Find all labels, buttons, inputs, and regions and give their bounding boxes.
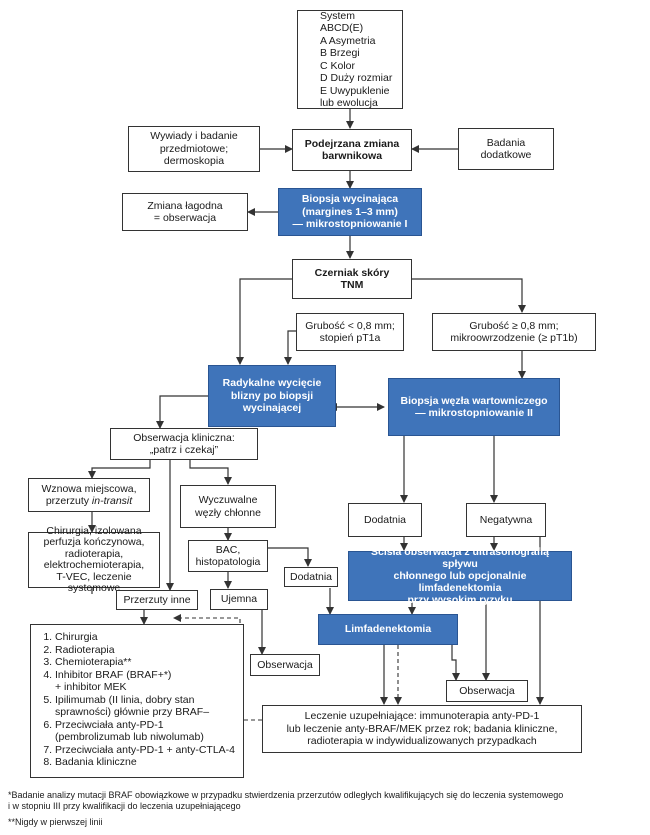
positive-text: Dodatnia (363, 513, 407, 526)
treatment-item: Przeciwciała anty-PD-1 + anty-CTLA-4 (55, 744, 237, 757)
suspected-lesion-box: Podejrzana zmiana barwnikowa (292, 129, 412, 171)
thickness-lt-text: Grubość < 0,8 mm; stopień pT1a (305, 319, 395, 345)
additional-tests-box: Badania dodatkowe (458, 128, 554, 170)
observation-box-1: Obserwacja (250, 654, 320, 676)
systemic-treatment-list: Chirurgia Radioterapia Chemioterapia** I… (30, 624, 244, 778)
positive-small-box: Dodatnia (284, 567, 338, 587)
treatment-item: Inhibitor BRAF (BRAF+*) + inhibitor MEK (55, 669, 237, 694)
footnote-chemo: **Nigdy w pierwszej linii (8, 817, 103, 827)
additional-tests-text: Badania dodatkowe (480, 136, 532, 162)
positive-small-text: Dodatnia (289, 570, 333, 583)
thickness-lt-box: Grubość < 0,8 mm; stopień pT1a (296, 313, 404, 351)
radical-excision-text: Radykalne wycięcie blizny po biopsji wyc… (222, 377, 322, 415)
close-observation-box: Ścisła obserwacja z ultrasonografią spły… (348, 546, 572, 606)
clinical-observation-text: Obserwacja kliniczna: „patrz i czekaj” (133, 431, 235, 457)
lymphadenectomy-box: Limfadenektomia (318, 614, 458, 645)
footnote-braf: *Badanie analizy mutacji BRAF obowiązkow… (8, 790, 564, 811)
negative-result-box: Ujemna (210, 589, 268, 610)
excisional-biopsy-box: Biopsja wycinająca (margines 1–3 mm) — m… (278, 188, 422, 236)
treatment-item: Radioterapia (55, 644, 237, 657)
clinical-observation-box: Obserwacja kliniczna: „patrz i czekaj” (110, 428, 258, 460)
abcd-criteria-box: System ABCD(E) A Asymetria B Brzegi C Ko… (297, 10, 403, 109)
negative-box: Negatywna (466, 503, 546, 537)
thickness-ge-box: Grubość ≥ 0,8 mm; mikroowrzodzenie (≥ pT… (432, 313, 596, 351)
melanoma-tnm-box: Czerniak skóry TNM (292, 259, 412, 299)
benign-lesion-text: Zmiana łagodna = obserwacja (147, 199, 223, 225)
melanoma-tnm-text: Czerniak skóry TNM (314, 266, 390, 292)
treatment-ordered-list: Chirurgia Radioterapia Chemioterapia** I… (39, 631, 237, 769)
local-recurrence-box: Wznowa miejscowa, przerzuty in-transit (28, 478, 150, 512)
surgery-options-text: Chirurgia, izolowana perfuzja kończynowa… (43, 524, 145, 594)
treatment-item: Chemioterapia** (55, 656, 237, 669)
close-observation-text: Ścisła obserwacja z ultrasonografią spły… (371, 546, 549, 606)
local-recurrence-text: Wznowa miejscowa, przerzuty (41, 482, 137, 508)
abcd-criteria-text: System ABCD(E) A Asymetria B Brzegi C Ko… (320, 9, 393, 110)
treatment-item: Badania kliniczne (55, 756, 237, 769)
radical-excision-box: Radykalne wycięcie blizny po biopsji wyc… (208, 365, 336, 427)
treatment-item: Chirurgia (55, 631, 237, 644)
adjuvant-treatment-text: Leczenie uzupełniające: immunoterapia an… (286, 710, 558, 748)
adjuvant-treatment-box: Leczenie uzupełniające: immunoterapia an… (262, 705, 582, 753)
anamnesis-text: Wywiady i badanie przedmiotowe; dermosko… (150, 130, 238, 168)
benign-lesion-box: Zmiana łagodna = obserwacja (122, 193, 248, 231)
suspected-lesion-text: Podejrzana zmiana barwnikowa (304, 137, 400, 163)
fna-histopathology-box: BAC, histopatologia (188, 540, 268, 572)
observation-text-1: Obserwacja (257, 658, 313, 671)
palpable-nodes-text: Wyczuwalne węzły chłonne (195, 494, 261, 519)
other-metastases-text: Przerzuty inne (123, 593, 191, 606)
palpable-nodes-box: Wyczuwalne węzły chłonne (180, 485, 276, 528)
fna-histopathology-text: BAC, histopatologia (195, 543, 261, 569)
sentinel-node-biopsy-text: Biopsja węzła wartowniczego — mikrostopn… (400, 394, 548, 420)
anamnesis-box: Wywiady i badanie przedmiotowe; dermosko… (128, 126, 260, 172)
observation-box-2: Obserwacja (446, 680, 528, 702)
thickness-ge-text: Grubość ≥ 0,8 mm; mikroowrzodzenie (≥ pT… (450, 319, 578, 345)
sentinel-node-biopsy-box: Biopsja węzła wartowniczego — mikrostopn… (388, 378, 560, 436)
excisional-biopsy-text: Biopsja wycinająca (margines 1–3 mm) — m… (292, 193, 408, 231)
positive-box: Dodatnia (348, 503, 422, 537)
surgery-options-box: Chirurgia, izolowana perfuzja kończynowa… (28, 525, 160, 594)
other-metastases-box: Przerzuty inne (116, 590, 198, 610)
observation-text-2: Obserwacja (459, 684, 515, 697)
treatment-item: Ipilimumab (II linia, dobry stan sprawno… (55, 694, 237, 719)
negative-text: Negatywna (479, 513, 533, 526)
negative-result-text: Ujemna (220, 593, 258, 606)
in-transit-text: in-transit (91, 495, 133, 507)
treatment-item: Przeciwciała anty-PD-1 (pembrolizumab lu… (55, 719, 237, 744)
lymphadenectomy-text: Limfadenektomia (344, 623, 432, 636)
